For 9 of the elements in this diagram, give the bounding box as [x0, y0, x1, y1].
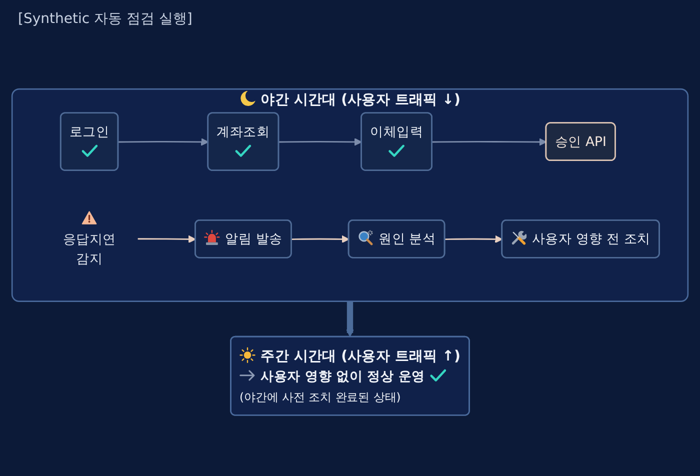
- arrow: [138, 235, 196, 243]
- arrow: [444, 235, 503, 243]
- arrow: [278, 138, 362, 146]
- arrow: [118, 138, 209, 146]
- note-text: [Synthetic 자동 점검 실행]: [18, 10, 192, 28]
- arrow: [346, 301, 354, 337]
- arrow: [432, 138, 547, 146]
- arrow: [292, 235, 350, 243]
- node-label: 응답지연 감지: [62, 230, 116, 266]
